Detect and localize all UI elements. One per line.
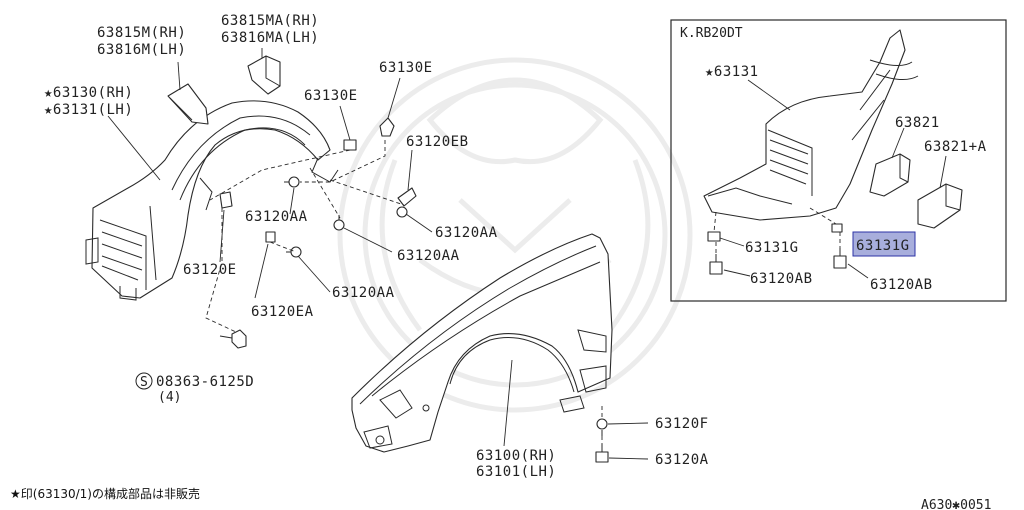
label-inset-63821a[interactable]: 63821+A [924,139,987,155]
label-inset-63120ab-a[interactable]: 63120AB [750,271,813,287]
label-63120a[interactable]: 63120A [655,452,709,468]
assembly-lines-main [205,140,405,333]
label-63816m-lh[interactable]: 63816M(LH) [97,42,186,58]
label-63120aa-3[interactable]: 63120AA [397,248,460,264]
inset-clip-63131g-a[interactable] [707,231,721,242]
inset-splash-shield-63821a[interactable] [917,183,963,229]
label-63815ma-rh[interactable]: 63815MA(RH) [221,13,319,29]
inset-screw-63120ab-b[interactable] [833,248,847,269]
label-63816ma-lh[interactable]: 63816MA(LH) [221,30,319,46]
label-63130e-mid[interactable]: 63130E [304,88,358,104]
bolt-08363[interactable] [219,329,247,349]
label-inset-63131g-a[interactable]: 63131G [745,240,799,256]
front-fender-63100[interactable] [351,233,613,453]
splash-shield-63815m[interactable] [167,83,209,125]
label-63120aa-2[interactable]: 63120AA [435,225,498,241]
screw-63120aa-d[interactable] [286,246,302,258]
label-63130e-top[interactable]: 63130E [379,60,433,76]
clip-63130e-b[interactable] [379,117,395,137]
label-63131-lh[interactable]: ★63131(LH) [44,102,133,118]
label-63120eb[interactable]: 63120EB [406,134,469,150]
clip-63120eb[interactable] [397,187,417,207]
label-inset-63821[interactable]: 63821 [895,115,940,131]
highlight-63131g [852,231,916,257]
clip-63120ea[interactable] [265,231,276,243]
label-63120aa-4[interactable]: 63120AA [332,285,395,301]
label-inset-63120ab-b[interactable]: 63120AB [870,277,933,293]
label-08363-6125d[interactable]: 08363-6125D [156,374,254,390]
circle-s-icon [135,372,153,390]
watermark-emblem [337,57,693,413]
inset-box [670,19,1007,302]
clip-63130e-a[interactable] [343,139,357,151]
label-63130-rh[interactable]: ★63130(RH) [44,85,133,101]
inset-title: K.RB20DT [680,26,743,41]
footer-note: ★印(63130/1)の構成部品は非販売 [10,486,200,501]
inset-clip-63131g-b[interactable] [831,223,843,233]
fender-liner-63130[interactable] [85,100,339,301]
splash-shield-63815ma[interactable] [247,55,281,95]
leaders-fender [503,359,649,460]
label-63100-rh[interactable]: 63100(RH) [476,448,556,464]
circle-s-letter: S [140,375,148,390]
footer: ★印(63130/1)の構成部品は非販売 A630✱0051 [10,486,991,510]
inset-leaders [713,79,947,279]
labels-inset: K.RB20DT ★63131 63821 63821+A 63131G 631… [680,26,987,293]
screw-63120f[interactable] [596,418,608,436]
label-63120ea[interactable]: 63120EA [251,304,314,320]
label-63815m-rh[interactable]: 63815M(RH) [97,25,186,41]
leaders-main [107,48,433,299]
footer-code: A630✱0051 [921,498,991,510]
label-63101-lh[interactable]: 63101(LH) [476,464,556,480]
label-08363-qty: (4) [158,390,181,405]
label-63120e[interactable]: 63120E [183,262,237,278]
label-63120aa-1[interactable]: 63120AA [245,209,308,225]
screw-63120aa-c[interactable] [396,206,408,218]
inset-screw-63120ab-a[interactable] [709,254,723,275]
screw-63120aa-b[interactable] [333,215,345,231]
inset-splash-shield-63821[interactable] [869,153,911,197]
clip-63120e[interactable] [219,191,233,209]
label-63120f[interactable]: 63120F [655,416,709,432]
label-inset-63131[interactable]: ★63131 [705,64,759,80]
screw-63120aa-a[interactable] [284,176,300,188]
bolt-63120a[interactable] [595,444,609,463]
label-inset-63131g-b[interactable]: 63131G [856,238,910,254]
labels-main: 63815M(RH) 63816M(LH) 63815MA(RH) 63816M… [44,13,709,480]
